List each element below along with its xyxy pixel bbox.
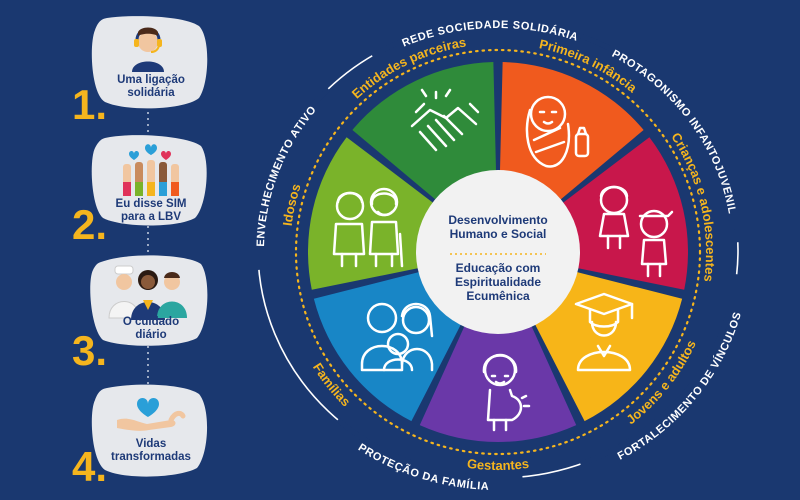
wheel-segments bbox=[308, 62, 688, 443]
outer-ring bbox=[255, 19, 741, 481]
step-number: 1. bbox=[72, 81, 108, 128]
step-label: Eu disse SIM para a LBV bbox=[115, 198, 187, 223]
ring-gap bbox=[255, 86, 331, 271]
segment-label: Gestantes bbox=[466, 456, 530, 473]
segment-wedge bbox=[313, 269, 467, 422]
step-2-card: Eu disse SIM para a LBV bbox=[87, 132, 209, 228]
step-1-card: Uma ligação solidária bbox=[87, 14, 209, 110]
heart-hand-icon bbox=[117, 398, 186, 431]
ring-gap bbox=[336, 417, 523, 481]
headset-operator-icon bbox=[132, 27, 164, 72]
children-icon bbox=[598, 185, 674, 278]
ring-gap bbox=[370, 19, 611, 58]
ring-gap bbox=[586, 36, 741, 243]
ring-gap bbox=[579, 273, 740, 467]
step-card-background bbox=[91, 384, 208, 477]
family-icon bbox=[360, 302, 434, 372]
step-number: 2. bbox=[72, 201, 108, 248]
step-4-card: Vidas transformadas bbox=[87, 382, 209, 478]
step-number: 4. bbox=[72, 443, 108, 490]
step-label: Vidas transformadas bbox=[111, 438, 191, 463]
dotted-ring bbox=[294, 48, 702, 456]
step-number: 3. bbox=[72, 327, 108, 374]
segment-wedge bbox=[419, 315, 577, 443]
step-3-card: O cuidado diário bbox=[87, 252, 209, 348]
step-label: O cuidado diário bbox=[122, 316, 180, 341]
center-circle bbox=[416, 170, 580, 334]
segment-wedge bbox=[308, 137, 443, 290]
dotted-ring-line bbox=[294, 48, 702, 456]
segment-wedge bbox=[499, 62, 644, 208]
elderly-couple-icon bbox=[332, 187, 404, 268]
graduate-icon bbox=[574, 292, 634, 372]
center-title: Desenvolvimento Humano e Social bbox=[448, 213, 548, 241]
step-label: Uma ligação solidária bbox=[117, 74, 185, 99]
pregnant-woman-icon bbox=[482, 353, 531, 432]
segment-wedge bbox=[529, 269, 683, 422]
care-team-icon bbox=[108, 265, 187, 320]
center-subtitle: Educação com Espiritualidade Ecumênica bbox=[454, 261, 542, 303]
segment-wedge bbox=[352, 62, 497, 208]
handshake-icon bbox=[410, 88, 480, 152]
swaddled-baby-icon bbox=[525, 95, 590, 168]
raised-hands-hearts-icon bbox=[123, 144, 179, 196]
